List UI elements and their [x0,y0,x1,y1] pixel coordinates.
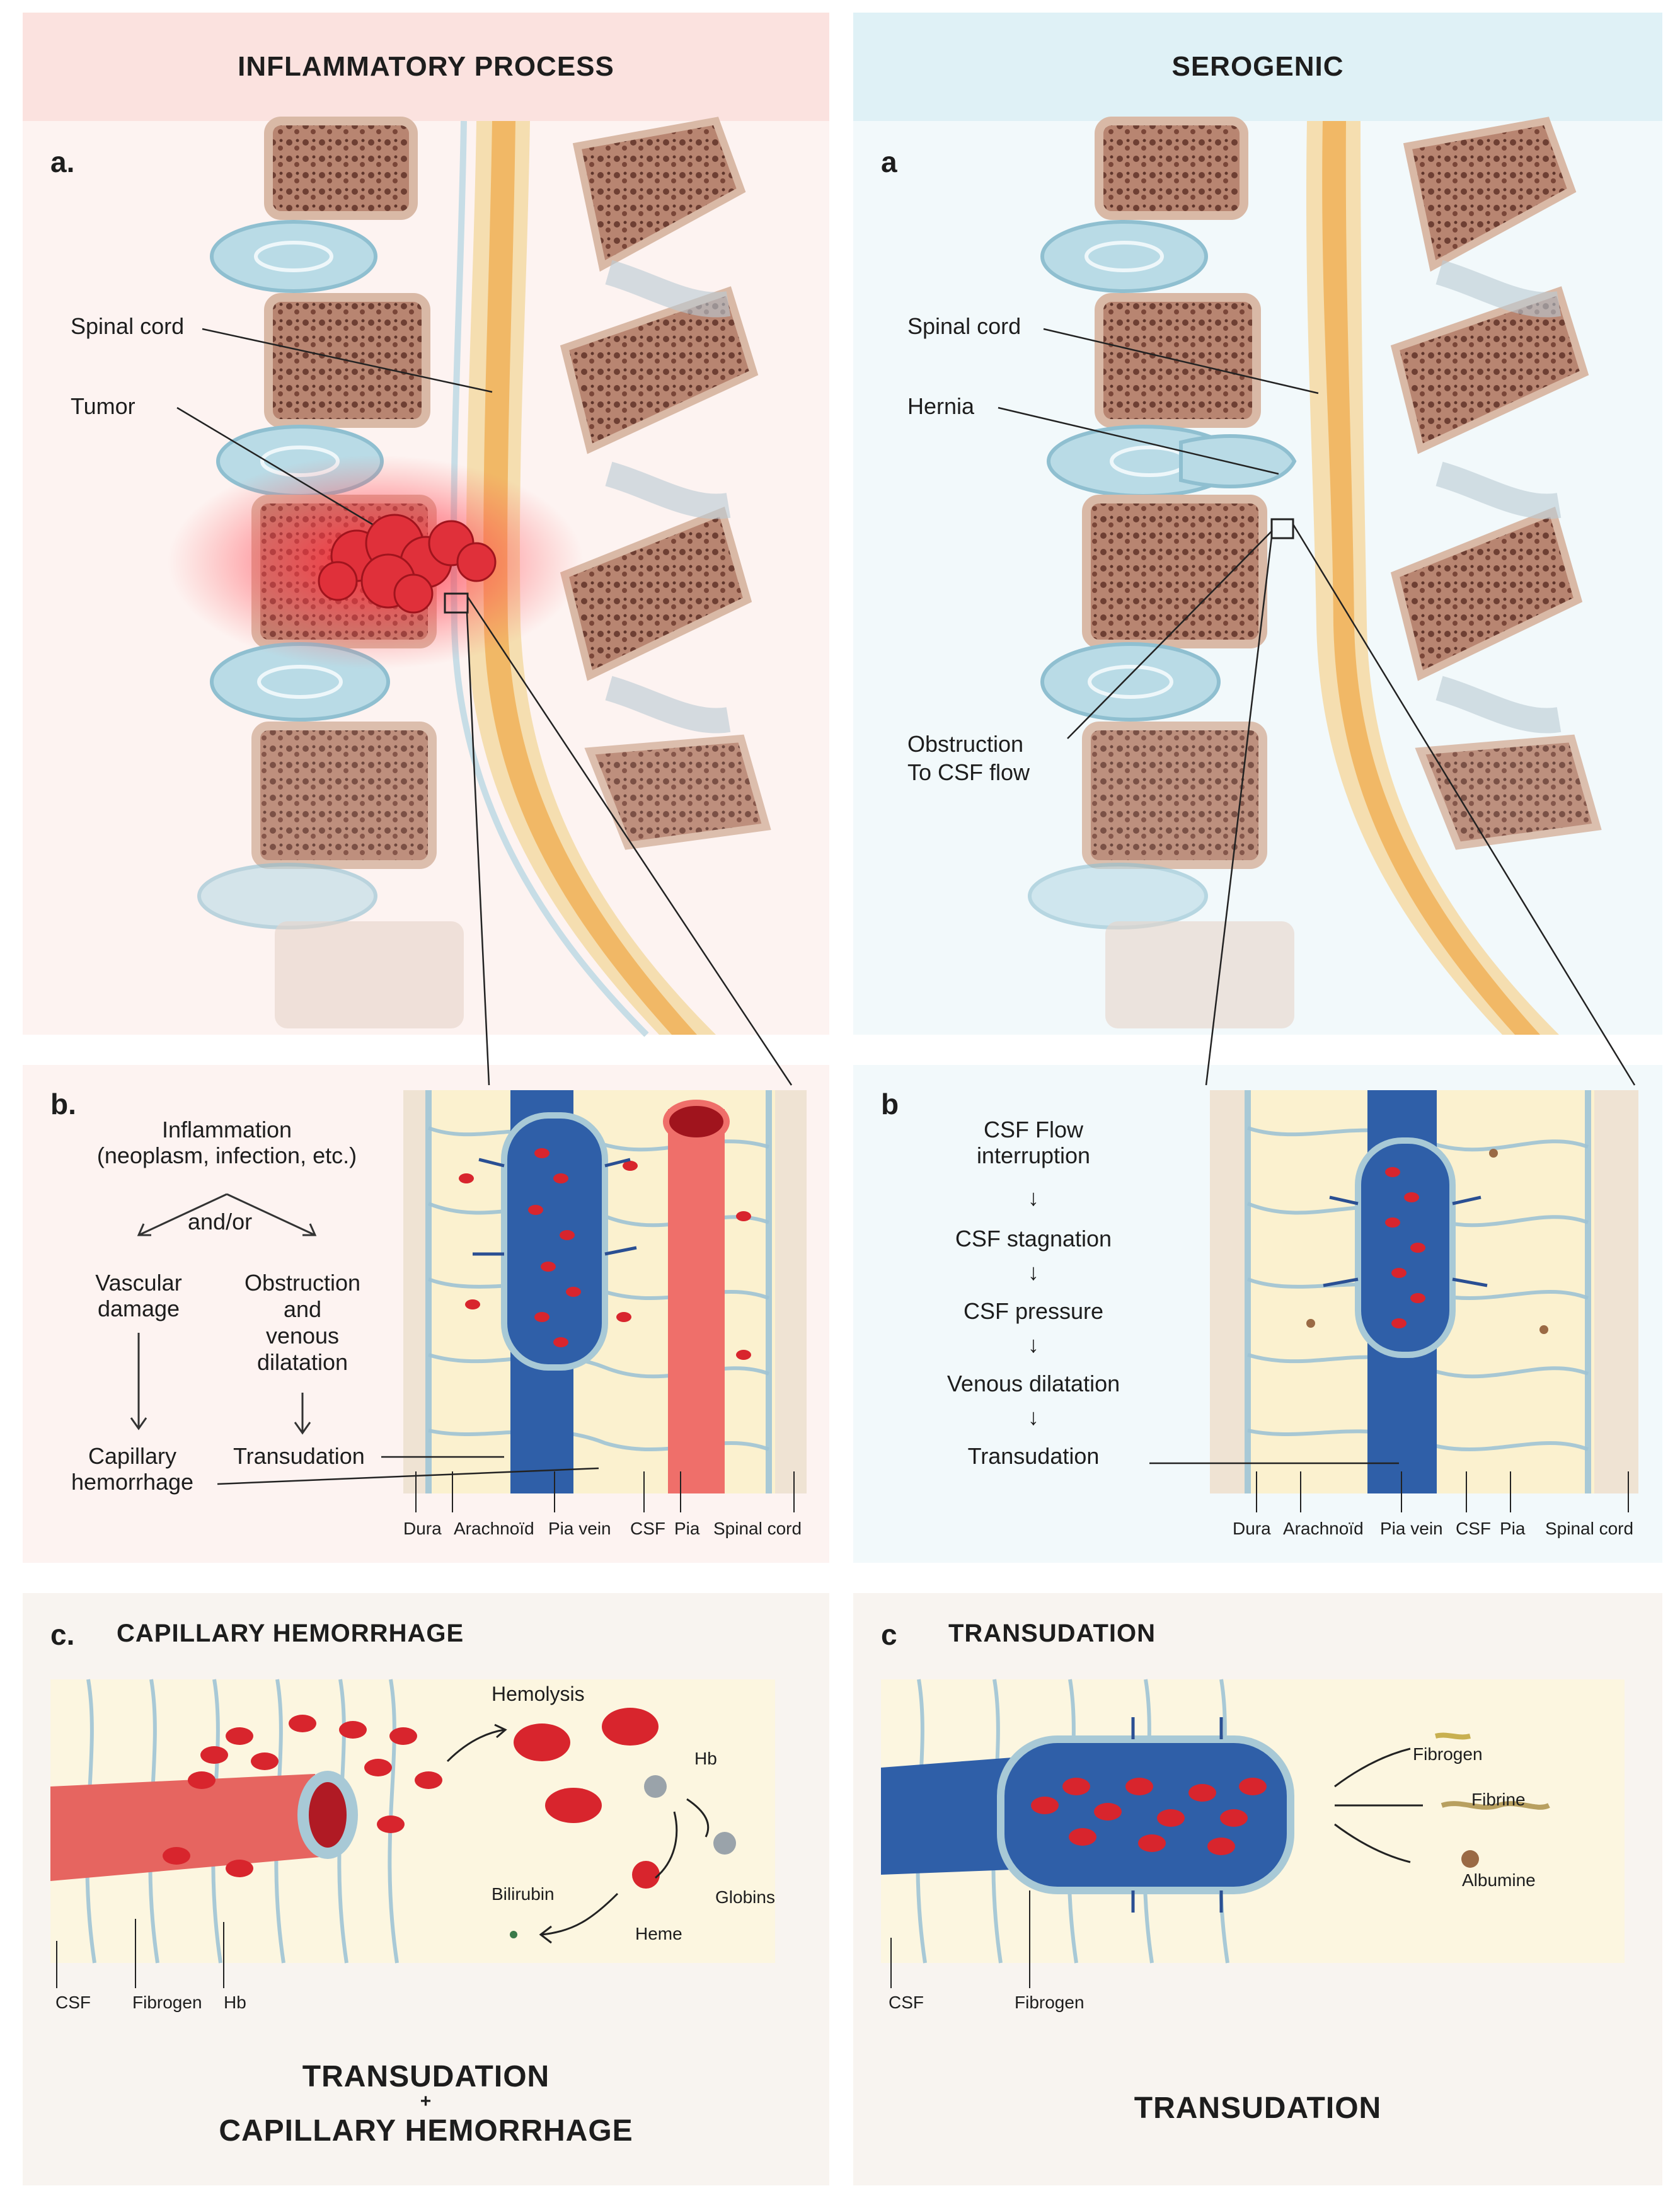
label-csf-right-c: CSF [889,1993,924,2012]
branch-arrows [137,1193,317,1236]
label-hb-top: Hb [694,1749,717,1768]
pointer-lines-right-c [890,1890,1030,1988]
meninges-illustration-inflammatory [403,1090,807,1493]
flow-csf-stagnation: CSF stagnation [955,1226,1112,1251]
label-csf-left-c: CSF [55,1993,91,2012]
panel-b-label-left: b. [50,1088,76,1120]
summary-plus: + [420,2091,432,2112]
down-arrow-vascular [130,1333,147,1430]
layer-label-arachnoid-right: Arachnoïd [1283,1519,1364,1538]
flow-capillary-line2: hemorrhage [71,1469,194,1495]
left-header-bar [23,13,829,121]
layer-label-csf-right: CSF [1456,1519,1491,1538]
layer-label-pia-right: Pia [1500,1519,1526,1538]
label-fibrogen-left-c: Fibrogen [132,1993,202,2012]
layer-label-dura-right: Dura [1233,1519,1271,1538]
flow-inflammation-line1: Inflammation [161,1117,292,1142]
header-serogenic: SEROGENIC [1171,51,1344,82]
label-andor: and/or [188,1209,253,1234]
label-obstruction-line2: To CSF flow [907,759,1030,785]
summary-capillary-hemorrhage: CAPILLARY HEMORRHAGE [219,2114,633,2148]
header-inflammatory-process: INFLAMMATORY PROCESS [238,51,614,82]
label-globins: Globins [715,1887,775,1907]
capillary-hemorrhage-illustration [50,1679,775,1964]
title-capillary-hemorrhage: CAPILLARY HEMORRHAGE [117,1620,464,1647]
flow-vascular-line1: Vascular [95,1270,182,1296]
layer-label-pia-vein-right: Pia vein [1380,1519,1443,1538]
flow-obstruction-line2: and [283,1296,322,1323]
flow-vascular-line2: damage [97,1296,180,1322]
flow-transudation-left: Transudation [233,1443,365,1469]
layer-label-spinal-cord-right: Spinal cord [1545,1519,1634,1538]
flow-csf-flow-line1: CSF Flow [983,1117,1083,1142]
right-header-bar [853,13,1662,121]
spine-illustration-serogenic [998,117,1636,1086]
flow-transudation-right: Transudation [967,1443,1100,1469]
label-obstruction-line1: Obstruction [907,731,1024,757]
label-albumine: Albumine [1462,1870,1536,1890]
label-fibrogen-right-c: Fibrogen [1015,1993,1085,2012]
transudation-illustration [881,1679,1625,1964]
layer-label-pia-left: Pia [674,1519,700,1538]
layer-label-pia-vein-left: Pia vein [548,1519,611,1538]
label-fibrogen-top: Fibrogen [1413,1744,1483,1764]
flow-capillary-line1: Capillary [88,1443,177,1469]
panel-c-label-right: c [881,1618,897,1651]
flow-obstruction: Obstruction and venous dilatation [227,1270,378,1376]
summary-transudation-left: TRANSUDATION [302,2060,550,2093]
pointer-lines-left-b [217,1456,795,1512]
flow-obstruction-line1: Obstruction [244,1270,361,1296]
panel-a-label-left: a. [50,146,75,178]
label-heme: Heme [635,1924,682,1943]
label-spinal-cord-left: Spinal cord [71,313,185,339]
layer-label-dura-left: Dura [403,1519,442,1538]
flow-obstruction-line4: dilatation [256,1349,348,1376]
flow-venous-dilatation: Venous dilatation [946,1371,1120,1396]
label-tumor: Tumor [71,393,135,419]
arrow-down-4: ↓ [1028,1404,1039,1430]
flow-obstruction-line3: venous [265,1323,340,1349]
layer-label-csf-left: CSF [630,1519,665,1538]
summary-transudation-right: TRANSUDATION [1134,2092,1382,2125]
down-arrow-obstruction [294,1393,311,1435]
panel-a-label-right: a [881,146,897,178]
spine-illustration-inflammatory [168,117,793,1086]
panel-c-label-left: c. [50,1618,75,1651]
flow-capillary-hemorrhage: Capillary hemorrhage [57,1443,208,1495]
flow-csf-flow-interruption: CSF Flow interruption [933,1117,1134,1169]
flow-vascular-damage: Vascular damage [76,1270,202,1322]
label-hb-bottom: Hb [224,1993,246,2012]
label-hemolysis: Hemolysis [492,1683,585,1705]
label-hernia: Hernia [907,393,975,419]
flow-inflammation: Inflammation (neoplasm, infection, etc.) [63,1117,391,1169]
layer-label-spinal-cord-left: Spinal cord [713,1519,802,1538]
pointer-lines-right-b [1149,1462,1629,1512]
panel-b-label-right: b [881,1088,899,1120]
arrow-down-1: ↓ [1028,1185,1039,1211]
label-fibrine: Fibrine [1471,1790,1526,1809]
flow-csf-pressure: CSF pressure [963,1298,1104,1324]
arrow-down-2: ↓ [1028,1259,1039,1285]
flow-csf-flow-line2: interruption [976,1142,1091,1169]
pointer-lines-left-c [56,1919,224,1988]
flow-inflammation-line2: (neoplasm, infection, etc.) [96,1142,357,1169]
label-bilirubin: Bilirubin [492,1884,555,1904]
label-spinal-cord-right: Spinal cord [907,313,1021,339]
meninges-illustration-serogenic [1210,1090,1638,1493]
title-transudation: TRANSUDATION [948,1620,1156,1647]
arrow-down-3: ↓ [1028,1332,1039,1357]
layer-label-arachnoid-left: Arachnoïd [454,1519,534,1538]
